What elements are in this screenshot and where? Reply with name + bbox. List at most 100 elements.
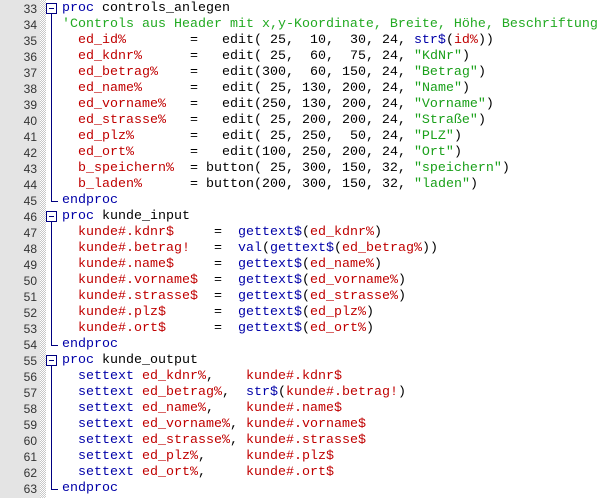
line-number-gutter [0, 0, 40, 498]
code-text[interactable]: settext ed_strasse%, kunde#.strasse$ [62, 433, 366, 449]
code-line[interactable]: 43 b_speichern% = button( 25, 300, 150, … [0, 161, 606, 177]
code-text[interactable]: b_laden% = button(200, 300, 150, 32, "la… [62, 177, 478, 193]
code-token: , [221, 385, 246, 400]
fold-line-icon [46, 369, 58, 385]
code-line[interactable]: 34'Controls aus Header mit x,y-Koordinat… [0, 17, 606, 33]
code-line[interactable]: 49 kunde#.name$ = gettext$(ed_name%) [0, 257, 606, 273]
code-line[interactable]: 63 endproc [0, 481, 606, 497]
code-line[interactable]: 42 ed_ort% = edit(100, 250, 200, 24, "Or… [0, 145, 606, 161]
code-line[interactable]: 61 settext ed_plz%, kunde#.plz$ [0, 449, 606, 465]
code-token: ( [301, 273, 310, 288]
code-line[interactable]: 57 settext ed_betrag%, str$(kunde#.betra… [0, 385, 606, 401]
code-line[interactable]: 40 ed_strasse% = edit( 25, 200, 200, 24,… [0, 113, 606, 129]
code-line[interactable]: 53 kunde#.ort$ = gettext$(ed_ort%) [0, 321, 606, 337]
code-text[interactable]: kunde#.betrag! = val(gettext$(ed_betrag%… [62, 241, 438, 257]
code-token: , [229, 417, 246, 432]
code-token [62, 113, 78, 128]
code-line[interactable]: 60 settext ed_strasse%, kunde#.strasse$ [0, 433, 606, 449]
code-text[interactable]: ed_id% = edit( 25, 10, 30, 24, str$(id%)… [62, 33, 494, 49]
code-text[interactable]: kunde#.plz$ = gettext$(ed_plz%) [62, 305, 374, 321]
variable-token: ed_kdnr% [78, 49, 142, 64]
code-line[interactable]: 62 settext ed_ort%, kunde#.ort$ [0, 465, 606, 481]
code-token: ) [397, 289, 406, 304]
code-text[interactable]: kunde#.name$ = gettext$(ed_name%) [62, 257, 382, 273]
code-token [62, 305, 78, 320]
code-token [62, 97, 78, 112]
code-text[interactable]: ed_betrag% = edit(300, 60, 150, 24, "Bet… [62, 65, 486, 81]
code-text[interactable]: ed_kdnr% = edit( 25, 60, 75, 24, "KdNr") [62, 49, 470, 65]
code-line[interactable]: 41 ed_plz% = edit( 25, 250, 50, 24, "PLZ… [0, 129, 606, 145]
code-text[interactable]: proc kunde_input [62, 209, 190, 225]
code-line[interactable]: 58 settext ed_name%, kunde#.name$ [0, 401, 606, 417]
code-line[interactable]: 50 kunde#.vorname$ = gettext$(ed_vorname… [0, 273, 606, 289]
code-token [62, 401, 78, 416]
selection-margin[interactable] [40, 0, 46, 498]
code-text[interactable]: settext ed_name%, kunde#.name$ [62, 401, 342, 417]
keyword-token: settext [78, 465, 134, 480]
code-text[interactable]: 'Controls aus Header mit x,y-Koordinate,… [62, 17, 598, 33]
code-line[interactable]: 37 ed_betrag% = edit(300, 60, 150, 24, "… [0, 65, 606, 81]
code-text[interactable]: settext ed_plz%, kunde#.plz$ [62, 449, 334, 465]
code-line[interactable]: 52 kunde#.plz$ = gettext$(ed_plz%) [0, 305, 606, 321]
code-line[interactable]: 48 kunde#.betrag! = val(gettext$(ed_betr… [0, 241, 606, 257]
line-number: 43 [23, 162, 37, 176]
fold-collapse-icon[interactable] [46, 1, 58, 19]
code-token [62, 369, 78, 384]
code-text[interactable]: settext ed_betrag%, str$(kunde#.betrag!) [62, 385, 406, 401]
code-line[interactable]: 51 kunde#.strasse$ = gettext$(ed_strasse… [0, 289, 606, 305]
code-line[interactable]: 44 b_laden% = button(200, 300, 150, 32, … [0, 177, 606, 193]
code-token [62, 385, 78, 400]
code-token: , [206, 369, 246, 384]
code-text[interactable]: settext ed_kdnr%, kunde#.kdnr$ [62, 369, 342, 385]
fold-line-icon [46, 433, 58, 449]
code-text[interactable]: kunde#.kdnr$ = gettext$(ed_kdnr%) [62, 225, 382, 241]
line-number: 63 [23, 482, 37, 496]
code-line[interactable]: 35 ed_id% = edit( 25, 10, 30, 24, str$(i… [0, 33, 606, 49]
line-number: 61 [23, 450, 37, 464]
variable-token: ed_name% [309, 257, 374, 272]
code-token: = button(200, 300, 150, 32, [142, 177, 414, 192]
code-text[interactable]: endproc [62, 481, 118, 497]
code-text[interactable]: settext ed_vorname%, kunde#.vorname$ [62, 417, 366, 433]
code-text[interactable]: kunde#.strasse$ = gettext$(ed_strasse%) [62, 289, 406, 305]
code-text[interactable]: proc controls_anlegen [62, 1, 230, 17]
code-line[interactable]: 56 settext ed_kdnr%, kunde#.kdnr$ [0, 369, 606, 385]
code-text[interactable]: ed_name% = edit( 25, 130, 200, 24, "Name… [62, 81, 470, 97]
line-number: 59 [23, 418, 37, 432]
keyword-token: endproc [62, 193, 118, 208]
code-line[interactable]: 59 settext ed_vorname%, kunde#.vorname$ [0, 417, 606, 433]
code-text[interactable]: kunde#.ort$ = gettext$(ed_ort%) [62, 321, 374, 337]
fold-line-icon [46, 129, 58, 145]
code-text[interactable]: ed_vorname% = edit(250, 130, 200, 24, "V… [62, 97, 494, 113]
variable-token: ed_kdnr% [142, 369, 206, 384]
code-line[interactable]: 38 ed_name% = edit( 25, 130, 200, 24, "N… [0, 81, 606, 97]
code-text[interactable]: endproc [62, 337, 118, 353]
code-text[interactable]: ed_strasse% = edit( 25, 200, 200, 24, "S… [62, 113, 486, 129]
code-text[interactable]: ed_plz% = edit( 25, 250, 50, 24, "PLZ") [62, 129, 462, 145]
code-text[interactable]: kunde#.vorname$ = gettext$(ed_vorname%) [62, 273, 406, 289]
code-text[interactable]: proc kunde_output [62, 353, 198, 369]
code-line[interactable]: 39 ed_vorname% = edit(250, 130, 200, 24,… [0, 97, 606, 113]
variable-token: kunde#.vorname$ [245, 417, 366, 432]
fold-collapse-icon[interactable] [46, 209, 58, 227]
code-line[interactable]: 36 ed_kdnr% = edit( 25, 60, 75, 24, "KdN… [0, 49, 606, 65]
code-text[interactable]: b_speichern% = button( 25, 300, 150, 32,… [62, 161, 510, 177]
code-token: = edit( 25, 60, 75, 24, [142, 49, 414, 64]
keyword-token: gettext$ [269, 241, 334, 256]
fold-line-icon [46, 289, 58, 305]
code-token [62, 177, 78, 192]
variable-token: kunde#.name$ [246, 401, 342, 416]
keyword-token: proc [62, 353, 102, 368]
code-text[interactable]: ed_ort% = edit(100, 250, 200, 24, "Ort") [62, 145, 462, 161]
fold-collapse-icon[interactable] [46, 353, 58, 371]
code-text[interactable]: settext ed_ort%, kunde#.ort$ [62, 465, 334, 481]
code-token: = edit( 25, 10, 30, 24, [126, 33, 414, 48]
code-text[interactable]: endproc [62, 193, 118, 209]
code-line[interactable]: 47 kunde#.kdnr$ = gettext$(ed_kdnr%) [0, 225, 606, 241]
